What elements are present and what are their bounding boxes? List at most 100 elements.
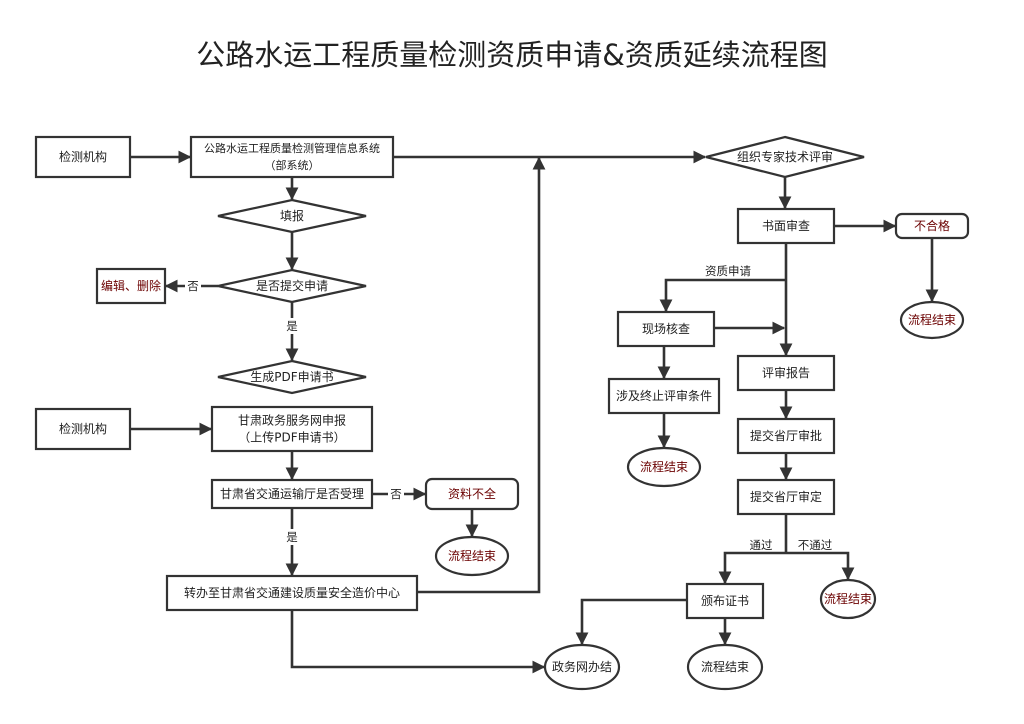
node-end4-shape: [819, 578, 877, 620]
node-incomplete-shape: [424, 477, 520, 511]
edge-label-not-pass: 不通过: [798, 538, 833, 552]
node-edit-delete-label: 编辑、删除: [101, 278, 161, 293]
node-issue-cert-shape: [685, 582, 765, 620]
node-written-review: 书面审查: [736, 207, 836, 245]
edge-label-text: 是: [286, 319, 298, 333]
node-edit-delete: 编辑、删除: [95, 267, 167, 305]
node-expert-review-shape: [705, 135, 865, 179]
node-org1: 检测机构: [34, 135, 132, 179]
node-issue-cert: 颁布证书: [685, 582, 765, 620]
node-transfer-shape: [165, 574, 419, 612]
edge-label-bg: [388, 486, 404, 502]
node-submit-q-label: 是否提交申请: [256, 278, 328, 293]
edge-transfer-up: [417, 156, 546, 594]
node-end1-label: 流程结束: [448, 548, 496, 563]
edge-label-yes-submit: 是: [284, 318, 300, 334]
node-end4: 流程结束: [819, 578, 877, 620]
node-onsite: 现场核查: [616, 310, 716, 348]
node-end2: 流程结束: [899, 300, 965, 340]
edge-label-text: 通过: [750, 538, 773, 552]
edge-branch-onsite: [659, 278, 786, 313]
node-written-review-shape: [736, 207, 836, 245]
edge-label-qualification-apply: 资质申请: [705, 264, 751, 278]
node-terminate: 涉及终止评审条件: [607, 377, 721, 415]
node-decide: 提交省厅审定: [736, 478, 836, 516]
node-expert-review: 组织专家技术评审: [705, 135, 865, 179]
node-approve-shape: [736, 417, 836, 455]
node-approve: 提交省厅审批: [736, 417, 836, 455]
node-end5: 流程结束: [686, 643, 764, 691]
edge-transfer-govdone: [290, 610, 546, 674]
edge-split-end4: [786, 551, 855, 581]
edge-split-issue: [718, 551, 786, 585]
node-gov-done-shape: [543, 643, 621, 691]
node-org1-label: 检测机构: [59, 149, 107, 164]
node-edit-delete-shape: [95, 267, 167, 305]
node-decide-shape: [736, 478, 836, 516]
node-gov-portal: 甘肃政务服务网申报 （上传PDF申请书）: [210, 405, 374, 453]
edge-label-bg: [185, 278, 201, 294]
node-fail-label: 不合格: [914, 218, 950, 233]
node-issue-cert-label: 颁布证书: [701, 593, 749, 608]
edge-label-pass: 通过: [750, 538, 773, 552]
node-end5-shape: [686, 643, 764, 691]
node-gov-done: 政务网办结: [543, 643, 621, 691]
node-accept-q-label: 甘肃省交通运输厅是否受理: [220, 486, 364, 501]
node-terminate-shape: [607, 377, 721, 415]
edge-label-text: 否: [187, 279, 199, 293]
node-gov-portal-label: （上传PDF申请书）: [238, 430, 345, 445]
node-org2: 检测机构: [34, 407, 132, 451]
node-org2-label: 检测机构: [59, 421, 107, 436]
node-end3-label: 流程结束: [640, 459, 688, 474]
node-fill: 填报: [217, 198, 367, 234]
edge-label-bg: [284, 529, 300, 545]
node-gov-portal-label: 甘肃政务服务网申报: [238, 413, 346, 428]
node-onsite-label: 现场核查: [642, 322, 690, 336]
node-fail-shape: [894, 212, 970, 240]
edge-label-text: 否: [390, 487, 402, 501]
node-onsite-shape: [616, 310, 716, 348]
node-transfer-label: 转办至甘肃省交通建设质量安全造价中心: [184, 585, 400, 600]
node-transfer: 转办至甘肃省交通建设质量安全造价中心: [165, 574, 419, 612]
node-gen-pdf-shape: [217, 359, 367, 395]
node-end3: 流程结束: [626, 446, 702, 488]
node-terminate-label: 涉及终止评审条件: [616, 388, 712, 403]
node-fill-shape: [217, 198, 367, 234]
node-report: 评审报告: [736, 354, 836, 392]
node-gen-pdf-label: 生成PDF申请书: [250, 370, 333, 384]
node-end1: 流程结束: [434, 535, 510, 577]
node-end1-shape: [434, 535, 510, 577]
node-accept-q: 甘肃省交通运输厅是否受理: [210, 478, 374, 510]
edge-label-text: 不通过: [798, 538, 833, 552]
node-fail: 不合格: [894, 212, 970, 240]
edge-issue-govdone: [575, 598, 687, 646]
node-submit-q-shape: [217, 268, 367, 304]
node-submit-q: 是否提交申请: [217, 268, 367, 304]
node-written-review-label: 书面审查: [762, 218, 810, 233]
page-title: 公路水运工程质量检测资质申请&资质延续流程图: [196, 38, 828, 72]
node-org2-shape: [34, 407, 132, 451]
node-end2-label: 流程结束: [908, 312, 956, 327]
node-system-shape: [189, 135, 395, 179]
node-system-label: （部系统）: [265, 158, 320, 172]
node-org1-shape: [34, 135, 132, 179]
node-approve-label: 提交省厅审批: [750, 428, 822, 443]
node-incomplete-label: 资料不全: [448, 486, 496, 501]
node-incomplete: 资料不全: [424, 477, 520, 511]
node-end5-label: 流程结束: [701, 659, 749, 674]
node-decide-label: 提交省厅审定: [750, 489, 822, 504]
node-report-label: 评审报告: [762, 365, 810, 380]
edge-label-bg: [284, 318, 300, 334]
node-gen-pdf: 生成PDF申请书: [217, 359, 367, 395]
edge-label-no-submit: 否: [185, 278, 201, 294]
node-system: 公路水运工程质量检测管理信息系统 （部系统）: [189, 135, 395, 179]
node-fill-label: 填报: [280, 208, 304, 223]
edge-label-yes-accept: 是: [284, 529, 300, 545]
node-system-label: 公路水运工程质量检测管理信息系统: [204, 141, 380, 155]
edge-label-text: 是: [286, 530, 298, 544]
edge-label-no-accept: 否: [388, 486, 404, 502]
node-gov-done-label: 政务网办结: [552, 659, 612, 674]
node-end4-label: 流程结束: [824, 591, 872, 606]
node-report-shape: [736, 354, 836, 392]
